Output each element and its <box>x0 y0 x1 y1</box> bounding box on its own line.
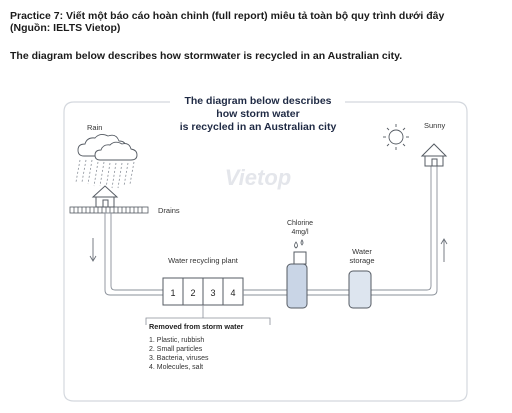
house-icon <box>91 185 119 208</box>
stage-4: 4 <box>230 288 235 298</box>
plant-label: Water recycling plant <box>168 256 239 265</box>
drain-grate-icon <box>69 206 149 214</box>
chlorine-dose-label: 4mg/l <box>291 229 309 236</box>
recycling-plant <box>162 277 244 306</box>
removed-title: Removed from storm water <box>149 322 244 331</box>
stage-2: 2 <box>190 288 195 298</box>
rain-cloud-icon <box>77 133 138 161</box>
down-arrow-icon <box>89 238 97 262</box>
diagram-frame <box>63 101 468 402</box>
diagram-title-line-3: is recycled in an Australian city <box>180 121 337 133</box>
removed-item-2: 2. Small particles <box>149 346 203 353</box>
removed-item-1: 1. Plastic, rubbish <box>149 337 204 344</box>
up-arrow-icon <box>440 238 448 262</box>
removed-item-4: 4. Molecules, salt <box>149 364 203 371</box>
chlorine-label: Chlorine <box>287 220 313 227</box>
drains-label: Drains <box>158 206 180 215</box>
task-prompt: The diagram below describes how stormwat… <box>10 50 403 62</box>
diagram-title-line-2: how storm water <box>216 108 299 120</box>
water-storage-label-2: storage <box>349 256 374 265</box>
chlorine-drops-icon <box>294 239 304 249</box>
sun-icon <box>383 124 409 150</box>
destination-house-icon <box>420 143 448 167</box>
rain-label: Rain <box>87 123 102 132</box>
practice-heading: Practice 7: Viết một báo cáo hoàn chỉnh … <box>10 10 445 22</box>
water-storage-tank <box>348 270 372 309</box>
removed-item-3: 3. Bacteria, viruses <box>149 355 209 362</box>
stage-3: 3 <box>210 288 215 298</box>
pipe-plant-to-storage <box>243 165 438 296</box>
sunny-label: Sunny <box>424 121 446 130</box>
pipe-drain-to-plant <box>104 212 166 296</box>
source-line: (Nguồn: IELTS Vietop) <box>10 22 121 34</box>
chlorine-tank <box>286 251 308 309</box>
rain-drops-icon <box>75 159 135 189</box>
removed-list-bracket <box>145 305 271 325</box>
watermark: Vietop <box>225 165 291 190</box>
diagram-title-line-1: The diagram below describes <box>184 95 331 107</box>
water-storage-label: Water <box>352 247 372 256</box>
stage-1: 1 <box>170 288 175 298</box>
